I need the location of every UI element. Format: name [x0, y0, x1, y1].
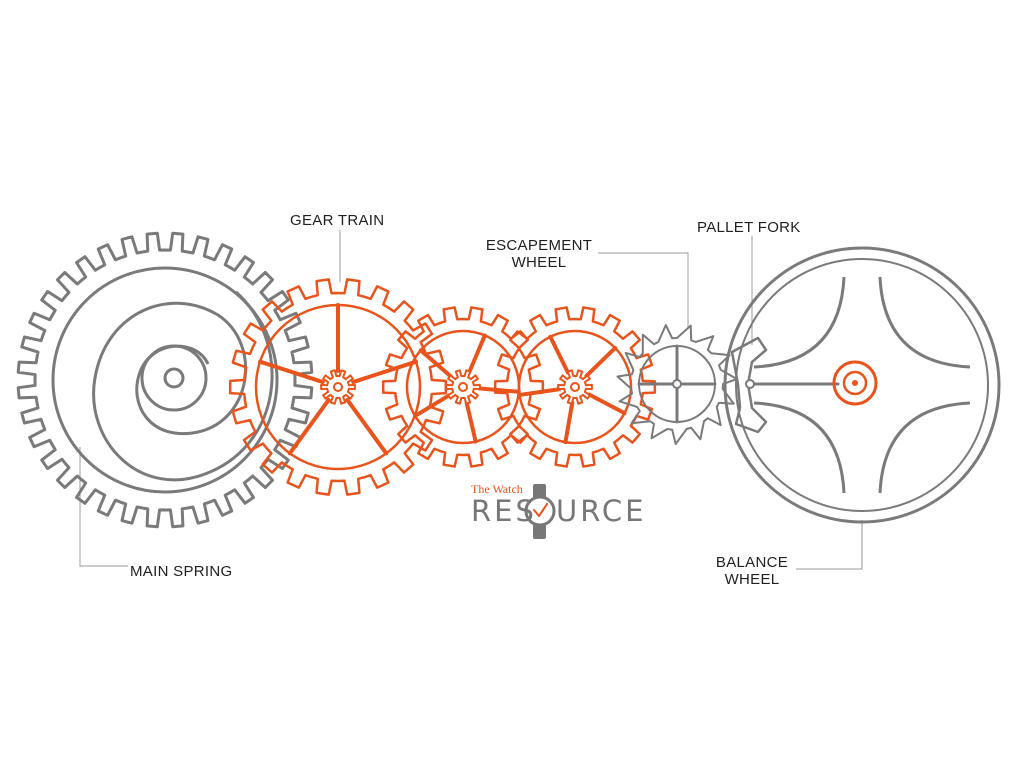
balance-label-line1: BALANCE — [715, 554, 789, 571]
balance-wheel-label: BALANCE WHEEL — [712, 554, 792, 588]
pallet-fork-icon — [730, 336, 840, 434]
balance-wheel-icon — [723, 246, 1001, 524]
label-leader-lines — [79, 230, 863, 570]
escapement-label-line2: WHEEL — [511, 254, 567, 271]
gear-icon — [228, 278, 448, 496]
pallet-fork-label: PALLET FORK — [697, 219, 801, 236]
logo-word-right: URCE — [556, 494, 647, 528]
mainspring-icon — [16, 231, 314, 529]
logo-word-left: RES — [471, 494, 537, 528]
gear-icon — [493, 306, 657, 468]
gear-train-label: GEAR TRAIN — [290, 212, 385, 229]
main-spring-label: MAIN SPRING — [130, 563, 233, 580]
logo-tagline: The Watch — [471, 482, 523, 496]
balance-label-line2: WHEEL — [724, 571, 780, 588]
escapement-wheel-icon — [616, 324, 738, 445]
escapement-wheel-label: ESCAPEMENT WHEEL — [482, 237, 596, 271]
escapement-label-line1: ESCAPEMENT — [485, 237, 593, 254]
wristwatch-icon — [524, 484, 556, 539]
